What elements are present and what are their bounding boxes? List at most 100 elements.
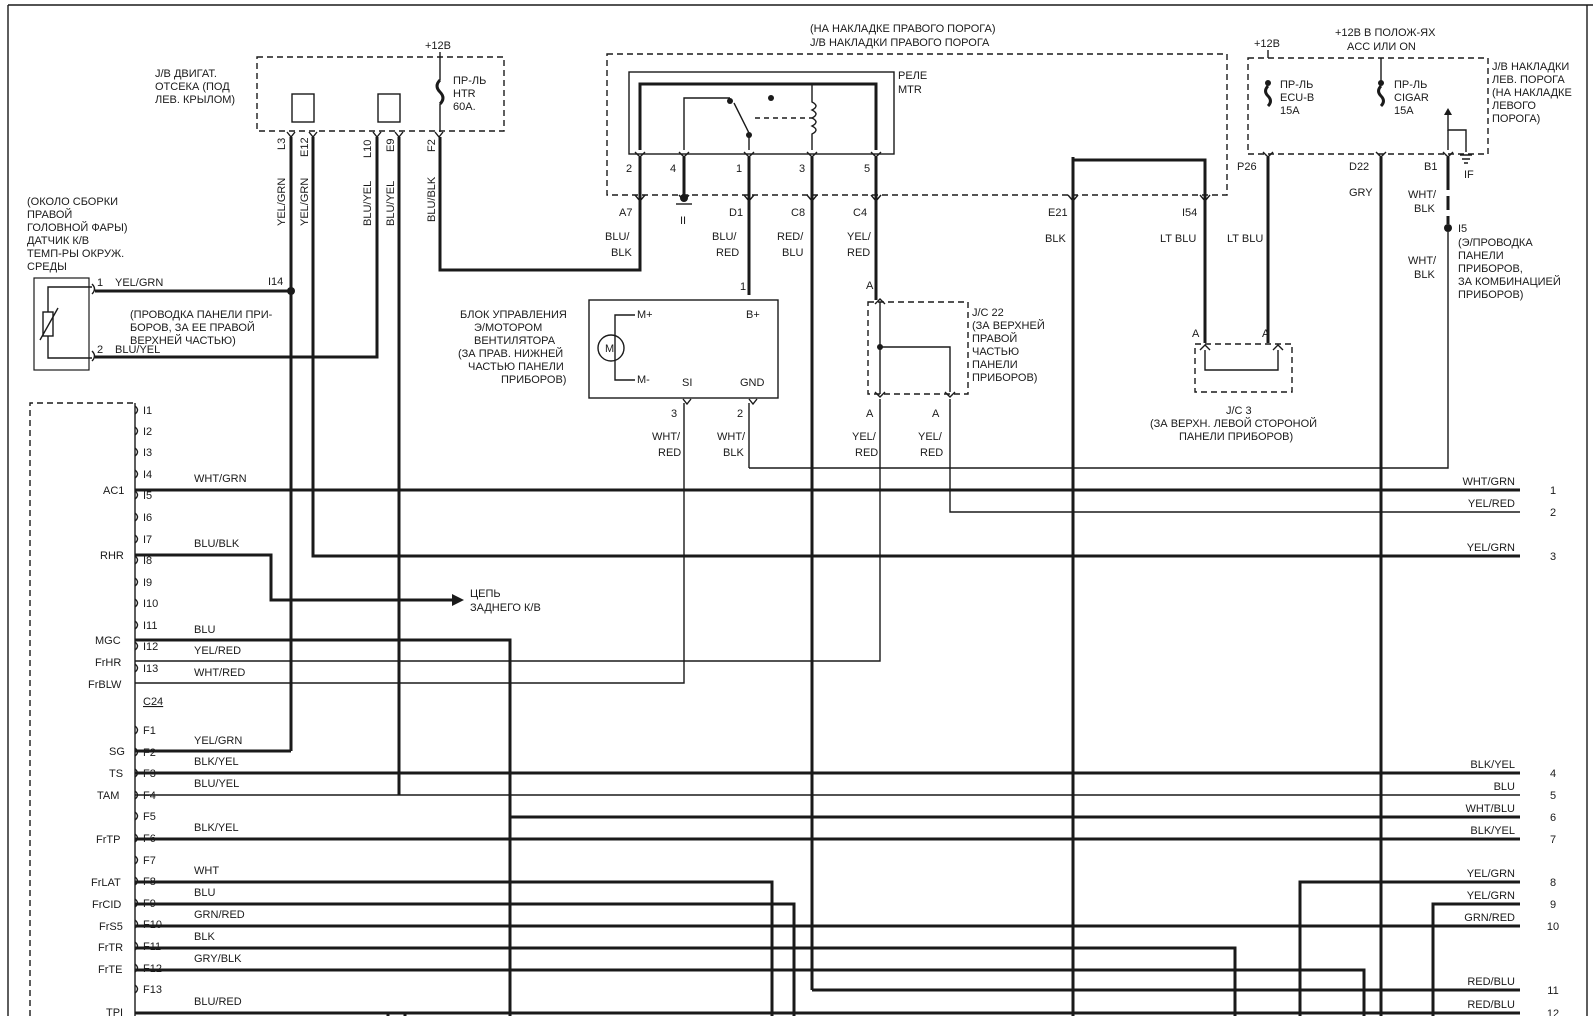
- svg-text:ЗА КОМБИНАЦИЕЙ: ЗА КОМБИНАЦИЕЙ: [1458, 275, 1561, 288]
- pin-label: I6: [143, 512, 152, 524]
- right-wire-number: 3: [1550, 551, 1556, 563]
- svg-text:+12В: +12В: [425, 40, 451, 52]
- svg-text:LT BLU: LT BLU: [1160, 233, 1196, 245]
- svg-text:БЛОК УПРАВЛЕНИЯ: БЛОК УПРАВЛЕНИЯ: [460, 309, 567, 321]
- svg-text:SG: SG: [109, 746, 125, 758]
- svg-text:RED: RED: [920, 447, 943, 459]
- svg-text:GND: GND: [740, 377, 765, 389]
- svg-text:RHR: RHR: [100, 550, 124, 562]
- svg-text:BLU/YEL: BLU/YEL: [115, 344, 160, 356]
- pin-mark: [134, 833, 139, 843]
- svg-text:FrTP: FrTP: [96, 834, 120, 846]
- jb-engine-compartment: J/B ДВИГАТ. ОТСЕКА (ПОД ЛЕВ. КРЫЛОМ) +12…: [155, 40, 505, 226]
- svg-text:(НА НАКЛАДКЕ: (НА НАКЛАДКЕ: [1492, 87, 1572, 99]
- pin-mark: [134, 768, 139, 778]
- svg-text:F2: F2: [426, 139, 438, 152]
- svg-text:БОРОВ, ЗА ЕЕ ПРАВОЙ: БОРОВ, ЗА ЕЕ ПРАВОЙ: [130, 321, 255, 334]
- arrow-right-icon: [452, 594, 464, 606]
- svg-text:ПРАВОЙ: ПРАВОЙ: [27, 208, 72, 221]
- svg-text:A7: A7: [619, 207, 632, 219]
- pin-label: F4: [143, 790, 156, 802]
- svg-text:(ПРОВОДКА ПАНЕЛИ ПРИ-: (ПРОВОДКА ПАНЕЛИ ПРИ-: [130, 309, 273, 321]
- svg-text:3: 3: [799, 163, 805, 175]
- svg-text:BLU/YEL: BLU/YEL: [385, 181, 397, 226]
- svg-text:A: A: [1192, 328, 1200, 340]
- svg-text:СРЕДЫ: СРЕДЫ: [27, 261, 67, 273]
- svg-text:J/C 22: J/C 22: [972, 307, 1004, 319]
- svg-text:C8: C8: [791, 207, 805, 219]
- pin-mark: [134, 963, 139, 973]
- pin-label: I4: [143, 469, 152, 481]
- svg-text:RED: RED: [847, 247, 870, 259]
- svg-text:60А.: 60А.: [453, 101, 476, 113]
- svg-text:1: 1: [736, 163, 742, 175]
- right-wire-label: RED/BLU: [1467, 976, 1515, 988]
- blower-motor-controller: БЛОК УПРАВЛЕНИЯ Э/МОТОРОМ ВЕНТИЛЯТОРА (З…: [458, 281, 779, 459]
- right-wire-number: 11: [1547, 985, 1558, 997]
- pin-mark: [134, 447, 139, 457]
- svg-text:FrS5: FrS5: [99, 921, 123, 933]
- svg-text:B+: B+: [746, 309, 760, 321]
- svg-text:WHT/: WHT/: [717, 431, 746, 443]
- svg-text:YEL/RED: YEL/RED: [194, 645, 241, 657]
- svg-text:РЕЛЕ: РЕЛЕ: [898, 70, 927, 82]
- svg-text:E12: E12: [299, 137, 311, 157]
- svg-text:FrHR: FrHR: [95, 657, 121, 669]
- pin-mark: [134, 555, 139, 565]
- pin-label: I9: [143, 577, 152, 589]
- svg-text:BLU/YEL: BLU/YEL: [362, 181, 374, 226]
- svg-text:ЛЕВ. КРЫЛОМ): ЛЕВ. КРЫЛОМ): [155, 94, 235, 106]
- svg-text:YEL/GRN: YEL/GRN: [194, 735, 242, 747]
- jb-left-sill: +12В +12В В ПОЛОЖ-ЯХ ACC ИЛИ ON J/B НАКЛ…: [1237, 27, 1572, 301]
- ground-if-icon: [1460, 154, 1472, 164]
- svg-text:LT BLU: LT BLU: [1227, 233, 1263, 245]
- svg-text:Э/МОТОРОМ: Э/МОТОРОМ: [474, 322, 542, 334]
- svg-text:YEL/: YEL/: [852, 431, 877, 443]
- relay-mtr-box: [628, 71, 895, 155]
- svg-text:+12В: +12В: [1254, 38, 1280, 50]
- svg-text:ПРИБОРОВ,: ПРИБОРОВ,: [1458, 263, 1523, 275]
- svg-text:MGC: MGC: [95, 635, 121, 647]
- svg-text:ПР-ЛЬ: ПР-ЛЬ: [453, 75, 486, 87]
- junction-connector-22: A A A J/C 22 (ЗА ВЕРХНЕЙ ПРАВОЙ ЧАСТЬЮ П…: [852, 280, 1045, 459]
- pin-label: I13: [143, 663, 158, 675]
- svg-text:IF: IF: [1464, 169, 1474, 181]
- svg-text:C4: C4: [853, 207, 867, 219]
- pin-label: F12: [143, 963, 162, 975]
- pin-label: F3: [143, 768, 156, 780]
- right-wire-label: WHT/BLU: [1466, 803, 1516, 815]
- svg-text:J/B ДВИГАТ.: J/B ДВИГАТ.: [155, 68, 217, 80]
- svg-text:BLU/BLK: BLU/BLK: [426, 176, 438, 222]
- svg-text:ОТСЕКА (ПОД: ОТСЕКА (ПОД: [155, 81, 230, 93]
- svg-text:RED: RED: [855, 447, 878, 459]
- svg-text:GRN/RED: GRN/RED: [194, 909, 245, 921]
- svg-text:5: 5: [864, 163, 870, 175]
- pin-mark: [134, 747, 139, 757]
- svg-text:FrTE: FrTE: [98, 964, 122, 976]
- svg-text:WHT/RED: WHT/RED: [194, 667, 245, 679]
- svg-text:C24: C24: [143, 696, 163, 708]
- pin-mark: [134, 811, 139, 821]
- svg-text:ЗАДНЕГО К/В: ЗАДНЕГО К/В: [470, 602, 541, 614]
- svg-text:BLU/: BLU/: [605, 231, 630, 243]
- svg-text:ECU-B: ECU-B: [1280, 92, 1314, 104]
- svg-text:BLU: BLU: [782, 247, 803, 259]
- svg-text:2: 2: [97, 344, 103, 356]
- svg-text:15А: 15А: [1394, 105, 1414, 117]
- pin-mark: [134, 490, 139, 500]
- pin-label: I11: [143, 620, 157, 632]
- svg-text:BLK: BLK: [1414, 203, 1435, 215]
- pin-mark: [134, 898, 139, 908]
- right-wire-number: 2: [1550, 507, 1556, 519]
- svg-text:15А: 15А: [1280, 105, 1300, 117]
- svg-text:ЛЕВОГО: ЛЕВОГО: [1492, 100, 1536, 112]
- pin-label: I7: [143, 534, 152, 546]
- pin-mark: [134, 620, 139, 630]
- right-wire-number: 8: [1550, 877, 1556, 889]
- svg-text:ЛЕВ. ПОРОГА: ЛЕВ. ПОРОГА: [1492, 74, 1565, 86]
- svg-text:(ЗА ВЕРХНЕЙ: (ЗА ВЕРХНЕЙ: [972, 319, 1045, 332]
- svg-text:BLK/YEL: BLK/YEL: [194, 822, 239, 834]
- right-wire-label: WHT/GRN: [1462, 476, 1515, 488]
- svg-text:ГОЛОВНОЙ ФАРЫ): ГОЛОВНОЙ ФАРЫ): [27, 221, 128, 234]
- right-wire-number: 1: [1550, 485, 1556, 497]
